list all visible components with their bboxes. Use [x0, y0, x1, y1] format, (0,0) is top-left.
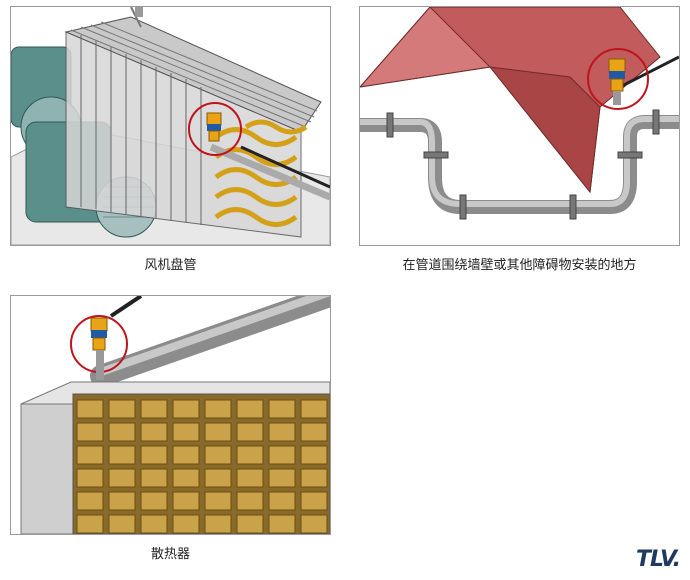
- radiator-fin: [76, 491, 104, 511]
- radiator-fin: [236, 491, 264, 511]
- radiator-fin: [172, 399, 200, 419]
- radiator-fin: [140, 491, 168, 511]
- radiator-fin: [268, 445, 296, 465]
- radiator-fin: [140, 445, 168, 465]
- radiator-fin: [204, 422, 232, 442]
- radiator-fin: [204, 491, 232, 511]
- radiator-fin: [108, 468, 136, 488]
- radiator-fin: [300, 514, 328, 534]
- panel-radiator: [10, 295, 331, 535]
- radiator-fin: [268, 399, 296, 419]
- radiator-fin: [108, 514, 136, 534]
- caption-radiator: 散热器: [150, 547, 190, 562]
- caption-pipe-obstacle: 在管道围绕墙壁或其他障碍物安装的地方: [402, 258, 637, 273]
- radiator-fin: [268, 468, 296, 488]
- radiator-fin: [108, 445, 136, 465]
- radiator-fin: [300, 468, 328, 488]
- radiator-fin: [204, 399, 232, 419]
- radiator-fin: [172, 445, 200, 465]
- radiator-fin: [76, 468, 104, 488]
- tlv-logo: TLV.: [636, 547, 681, 572]
- pipe-obstacle-illustration: [360, 7, 679, 220]
- radiator-fin: [140, 399, 168, 419]
- radiator-fin: [268, 422, 296, 442]
- radiator-fin: [268, 491, 296, 511]
- radiator-fin: [108, 422, 136, 442]
- radiator-fin: [140, 422, 168, 442]
- radiator-fin: [140, 468, 168, 488]
- radiator-fin: [236, 445, 264, 465]
- radiator-fin: [204, 514, 232, 534]
- radiator-fin: [268, 514, 296, 534]
- panel-pipe-obstacle: [359, 6, 680, 246]
- radiator-fin: [108, 491, 136, 511]
- radiator-fin: [204, 468, 232, 488]
- radiator-fin: [76, 422, 104, 442]
- radiator-illustration: [20, 296, 330, 534]
- radiator-fin: [236, 399, 264, 419]
- panel-fan-coil: [10, 6, 331, 246]
- caption-fan-coil: 风机盘管: [144, 258, 197, 273]
- radiator-fin: [76, 445, 104, 465]
- radiator-fin: [172, 491, 200, 511]
- radiator-fin: [300, 491, 328, 511]
- radiator-fin: [300, 445, 328, 465]
- radiator-fin: [172, 422, 200, 442]
- radiator-fin: [172, 514, 200, 534]
- fan-coil-illustration: [11, 7, 330, 245]
- radiator-fin: [172, 468, 200, 488]
- radiator-fin: [204, 445, 232, 465]
- radiator-fin: [236, 514, 264, 534]
- radiator-fin: [140, 514, 168, 534]
- radiator-fin: [300, 399, 328, 419]
- radiator-fin: [76, 399, 104, 419]
- radiator-fin: [300, 422, 328, 442]
- radiator-fin: [108, 399, 136, 419]
- radiator-fin: [236, 422, 264, 442]
- radiator-fin: [236, 468, 264, 488]
- radiator-fin: [76, 514, 104, 534]
